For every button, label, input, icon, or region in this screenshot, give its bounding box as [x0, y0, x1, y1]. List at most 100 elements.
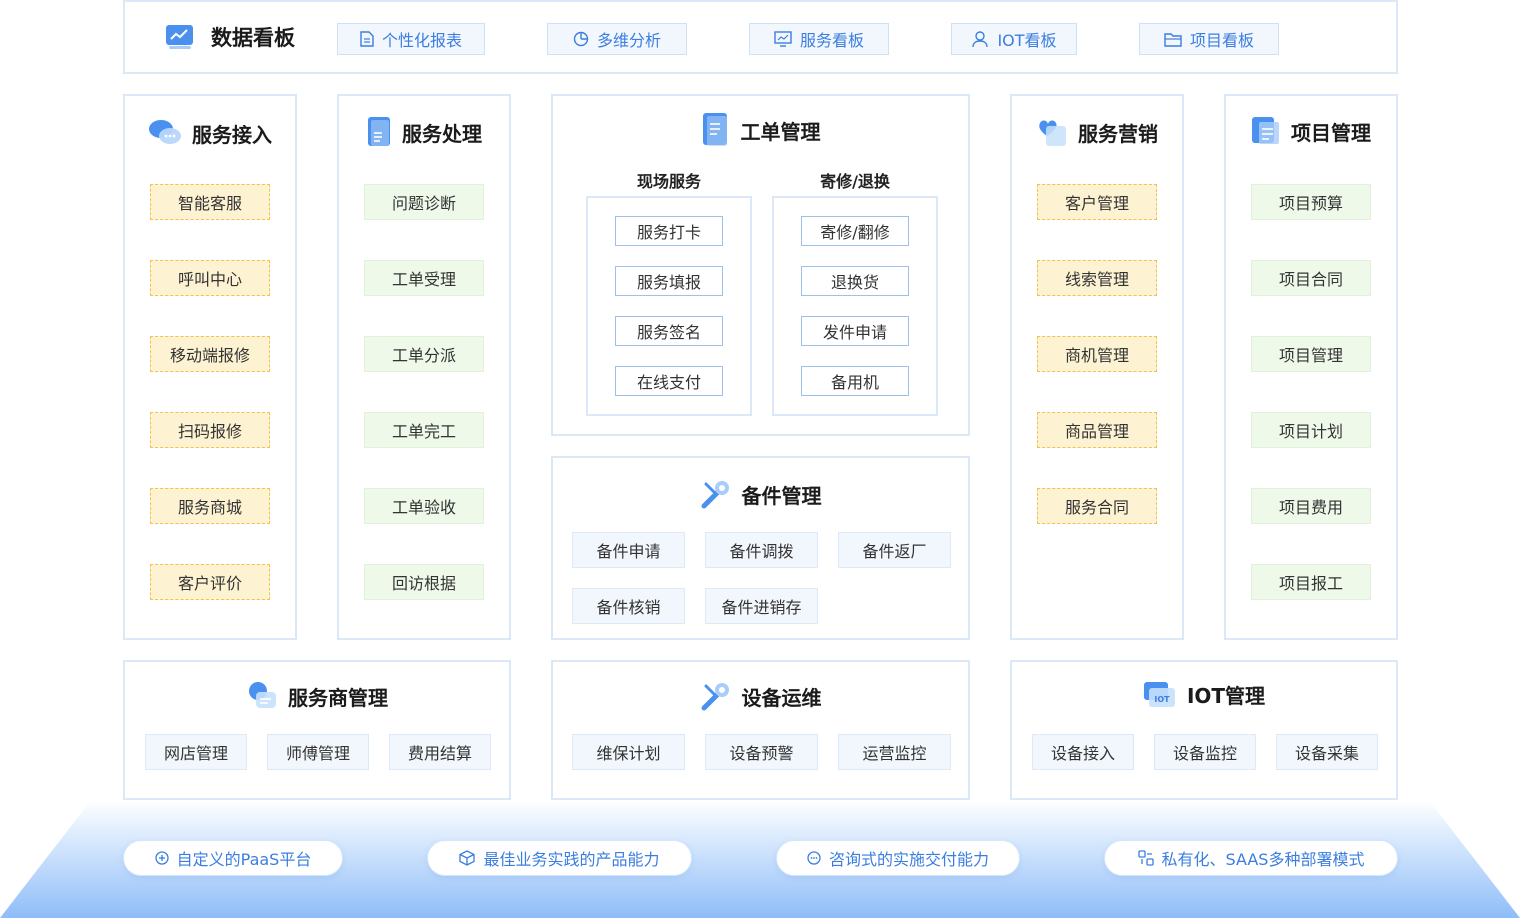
- tab-label: 服务看板: [799, 31, 864, 50]
- btn-online-payment[interactable]: 在线支付: [615, 366, 723, 396]
- provider-icon: [246, 680, 278, 712]
- chip-call-center[interactable]: 呼叫中心: [150, 260, 270, 296]
- tab-project-board[interactable]: 项目看板: [1139, 23, 1279, 55]
- chip-lead-mgmt[interactable]: 线索管理: [1037, 260, 1157, 296]
- chip-label: 项目计划: [1278, 422, 1343, 441]
- title-text: 设备运维: [741, 685, 822, 710]
- iot-management-title: IOT IOT管理: [1012, 680, 1396, 709]
- chip-order-accept[interactable]: 工单受理: [364, 260, 484, 296]
- chip-device-collect[interactable]: 设备采集: [1276, 734, 1378, 770]
- tab-iot-board[interactable]: IOT看板: [951, 23, 1077, 55]
- pie-chart-icon: [573, 31, 589, 47]
- tab-multi-analysis[interactable]: 多维分析: [547, 23, 687, 55]
- chip-order-acceptance[interactable]: 工单验收: [364, 488, 484, 524]
- btn-service-signature[interactable]: 服务签名: [615, 316, 723, 346]
- chip-smart-service[interactable]: 智能客服: [150, 184, 270, 220]
- feature-label: 自定义的PaaS平台: [176, 850, 312, 869]
- chip-label: 费用结算: [407, 744, 472, 763]
- chip-product-mgmt[interactable]: 商品管理: [1037, 412, 1157, 448]
- chip-project-contract[interactable]: 项目合同: [1251, 260, 1371, 296]
- title-text: 服务接入: [192, 122, 272, 147]
- chip-device-alert[interactable]: 设备预警: [705, 734, 818, 770]
- chip-service-contract[interactable]: 服务合同: [1037, 488, 1157, 524]
- chip-diagnosis[interactable]: 问题诊断: [364, 184, 484, 220]
- chip-label: 设备预警: [729, 744, 794, 763]
- btn-mail-repair[interactable]: 寄修/翻修: [801, 216, 909, 246]
- feature-paas[interactable]: 自定义的PaaS平台: [123, 840, 343, 876]
- title-text: 服务商管理: [288, 685, 388, 710]
- onsite-service-box: 服务打卡 服务填报 服务签名 在线支付: [586, 196, 752, 416]
- heart-icon: [1036, 116, 1068, 148]
- chip-project-plan[interactable]: 项目计划: [1251, 412, 1371, 448]
- service-provider-title: 服务商管理: [125, 680, 509, 712]
- project-management-panel: 项目管理 项目预算 项目合同 项目管理 项目计划 项目费用 项目报工: [1224, 94, 1398, 640]
- chip-customer-review[interactable]: 客户评价: [150, 564, 270, 600]
- feature-deployment[interactable]: 私有化、SAAS多种部署模式: [1104, 840, 1398, 876]
- btn-service-report[interactable]: 服务填报: [615, 266, 723, 296]
- feature-best-practice[interactable]: 最佳业务实践的产品能力: [427, 840, 692, 876]
- chip-label: 商品管理: [1064, 422, 1129, 441]
- chip-opportunity-mgmt[interactable]: 商机管理: [1037, 336, 1157, 372]
- cube-icon: [459, 850, 476, 866]
- title-text: 工单管理: [740, 119, 821, 144]
- plus-circle-icon: [154, 851, 169, 865]
- tab-label: 项目看板: [1189, 31, 1254, 50]
- btn-label: 退换货: [830, 273, 879, 292]
- chip-maintenance-plan[interactable]: 维保计划: [572, 734, 685, 770]
- chip-project-cost[interactable]: 项目费用: [1251, 488, 1371, 524]
- chip-technician-mgmt[interactable]: 师傅管理: [267, 734, 369, 770]
- chip-label: 智能客服: [177, 194, 242, 213]
- chip-follow-up[interactable]: 回访根据: [364, 564, 484, 600]
- chip-store-mgmt[interactable]: 网店管理: [145, 734, 247, 770]
- chip-part-inventory[interactable]: 备件进销存: [705, 588, 818, 624]
- chip-mobile-repair[interactable]: 移动端报修: [150, 336, 270, 372]
- chip-device-access[interactable]: 设备接入: [1032, 734, 1134, 770]
- chip-label: 工单受理: [391, 270, 456, 289]
- btn-label: 发件申请: [822, 323, 887, 342]
- dashboard-title: 数据看板: [165, 22, 295, 52]
- spare-parts-panel: 备件管理 备件申请 备件调拨 备件返厂 备件核销 备件进销存: [551, 456, 970, 640]
- chip-label: 工单验收: [391, 498, 456, 517]
- chip-scan-repair[interactable]: 扫码报修: [150, 412, 270, 448]
- chip-label: 商机管理: [1064, 346, 1129, 365]
- chip-service-mall[interactable]: 服务商城: [150, 488, 270, 524]
- chip-order-complete[interactable]: 工单完工: [364, 412, 484, 448]
- chip-label: 客户评价: [177, 574, 242, 593]
- chip-project-mgmt[interactable]: 项目管理: [1251, 336, 1371, 372]
- wrench-icon: [700, 478, 732, 510]
- tab-custom-report[interactable]: 个性化报表: [337, 23, 485, 55]
- wrench-icon: [700, 680, 732, 712]
- chip-label: 备件返厂: [862, 542, 927, 561]
- service-processing-panel: 服务处理 问题诊断 工单受理 工单分派 工单完工 工单验收 回访根据: [337, 94, 511, 640]
- btn-service-checkin[interactable]: 服务打卡: [615, 216, 723, 246]
- chip-label: 回访根据: [391, 574, 456, 593]
- chip-customer-mgmt[interactable]: 客户管理: [1037, 184, 1157, 220]
- monitor-chart-icon: [774, 31, 792, 47]
- chip-label: 网店管理: [163, 744, 228, 763]
- title-text: 服务处理: [402, 121, 482, 146]
- chip-project-budget[interactable]: 项目预算: [1251, 184, 1371, 220]
- btn-spare-device[interactable]: 备用机: [801, 366, 909, 396]
- folder-icon: [1164, 32, 1182, 47]
- grid-icon: [1137, 850, 1154, 866]
- chip-project-timesheet[interactable]: 项目报工: [1251, 564, 1371, 600]
- chip-label: 师傅管理: [285, 744, 350, 763]
- iot-management-panel: IOT IOT管理 设备接入 设备监控 设备采集: [1010, 660, 1398, 800]
- feature-consulting[interactable]: 咨询式的实施交付能力: [776, 840, 1020, 876]
- btn-return-exchange[interactable]: 退换货: [801, 266, 909, 296]
- btn-shipment-request[interactable]: 发件申请: [801, 316, 909, 346]
- chip-part-writeoff[interactable]: 备件核销: [572, 588, 685, 624]
- chip-part-request[interactable]: 备件申请: [572, 532, 685, 568]
- chip-fee-settlement[interactable]: 费用结算: [389, 734, 491, 770]
- tab-label: IOT看板: [997, 31, 1057, 50]
- chip-ops-monitor[interactable]: 运营监控: [838, 734, 951, 770]
- document-blue-icon: [701, 112, 731, 148]
- chip-label: 扫码报修: [177, 422, 242, 441]
- chip-order-dispatch[interactable]: 工单分派: [364, 336, 484, 372]
- tab-service-board[interactable]: 服务看板: [749, 23, 889, 55]
- chip-part-transfer[interactable]: 备件调拨: [705, 532, 818, 568]
- chip-label: 服务商城: [177, 498, 242, 517]
- chip-device-monitor[interactable]: 设备监控: [1154, 734, 1256, 770]
- chip-part-return[interactable]: 备件返厂: [838, 532, 951, 568]
- chip-label: 维保计划: [596, 744, 661, 763]
